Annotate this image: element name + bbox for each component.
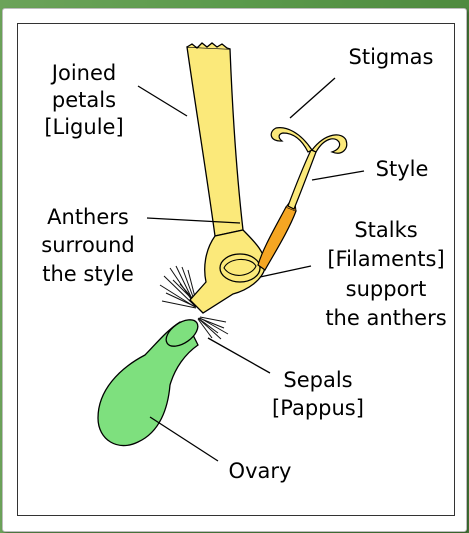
label-anthers-line1: Anthers (47, 205, 129, 229)
label-petals-line1: Joined (50, 61, 116, 85)
stigma-right (312, 135, 347, 153)
style-shaft (288, 150, 316, 209)
label-stalks-line1: Stalks (354, 218, 417, 242)
label-petals-line3: [Ligule] (44, 115, 123, 139)
label-anthers-line3: the style (42, 262, 134, 286)
stigma-left (271, 128, 312, 152)
label-stigmas: Stigmas (349, 45, 434, 69)
label-petals-line2: petals (52, 88, 116, 112)
label-stalks-line2: [Filaments] (327, 247, 444, 271)
label-stalks-line4: the anthers (325, 306, 446, 330)
label-ovary: Ovary (229, 459, 292, 483)
ligule-petal (187, 47, 243, 236)
label-style: Style (376, 157, 429, 181)
label-sepals-line1: Sepals (283, 368, 352, 392)
label-anthers-line2: surround (41, 233, 135, 257)
label-sepals-line2: [Pappus] (272, 396, 364, 420)
label-stalks-line3: support (346, 277, 427, 301)
anther-tube (258, 207, 296, 270)
